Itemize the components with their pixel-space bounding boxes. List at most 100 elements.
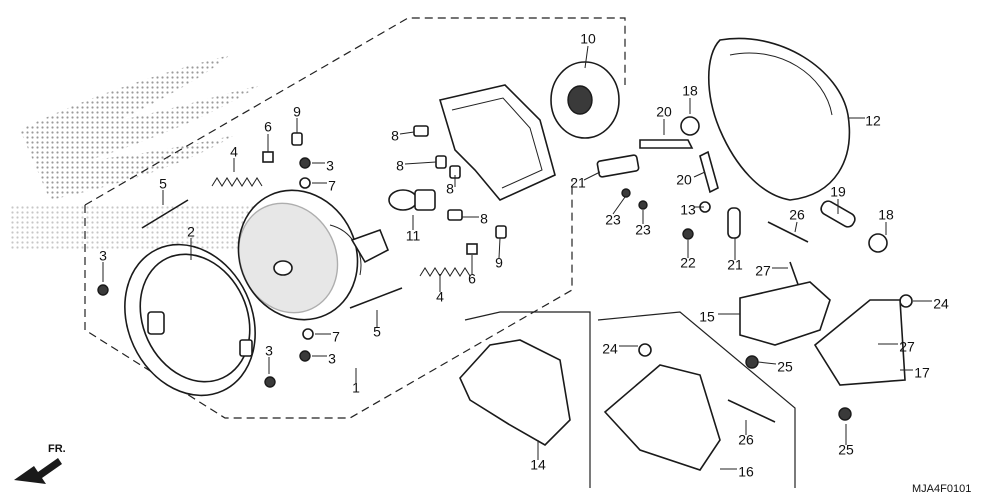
adjust-screw-5-lower (349, 287, 403, 309)
part-number-label: 27 (755, 263, 771, 279)
callout-c7b: 7 (315, 329, 340, 345)
screw-23-a (621, 188, 631, 198)
callout-c24b: 24 (602, 341, 638, 357)
part-number-label: 8 (391, 128, 399, 144)
part-number-label: 16 (738, 464, 754, 480)
callout-c8d: 8 (462, 211, 488, 227)
part-number-label: 22 (680, 255, 696, 271)
part-number-label: 6 (264, 119, 272, 135)
bracket-part-15 (739, 281, 831, 346)
part-number-label: 9 (495, 255, 503, 271)
callout-c8c: 8 (446, 175, 456, 197)
callout-c4b: 4 (436, 274, 444, 305)
grommet-18-lower (868, 233, 888, 253)
cap-9-lower (495, 225, 507, 239)
callout-c22: 22 (680, 240, 696, 271)
bolt-26-lower (727, 399, 776, 423)
callout-c10: 10 (580, 31, 596, 69)
callout-c6a: 6 (264, 119, 272, 152)
callout-c6b: 6 (468, 255, 476, 287)
callout-c21a: 21 (570, 171, 601, 191)
part-number-label: 7 (328, 178, 336, 194)
grommet-18-upper (680, 116, 700, 136)
wing-logo-watermark (10, 55, 260, 250)
part-number-label: 21 (727, 257, 743, 273)
nut-25-upper (745, 355, 759, 369)
callout-c27b: 27 (878, 339, 915, 355)
callout-c20a: 20 (656, 104, 672, 135)
spring-4-upper (211, 177, 263, 187)
callout-c11: 11 (406, 215, 420, 244)
callout-c7a: 7 (312, 178, 336, 194)
part-number-label: 5 (159, 176, 167, 192)
clip-8-b (435, 155, 447, 169)
callout-c3d: 3 (312, 351, 336, 367)
part-number-label: 7 (332, 329, 340, 345)
stay-20-lower (699, 150, 719, 194)
part-number-label: 18 (878, 207, 894, 223)
callout-c27a: 27 (755, 263, 788, 279)
callout-c25a: 25 (757, 359, 793, 375)
callout-c13: 13 (680, 202, 704, 218)
clip-8-d (447, 209, 463, 221)
part-number-label: 4 (230, 144, 238, 160)
part-number-label: 3 (326, 158, 334, 174)
part-number-label: 8 (480, 211, 488, 227)
part-number-label: 20 (676, 172, 692, 188)
callout-c18a: 18 (682, 83, 698, 114)
bracket-part-17 (813, 299, 906, 386)
part-number-label: 3 (99, 248, 107, 264)
headlight-case-part-12 (707, 37, 851, 201)
bracket-part-14 (459, 339, 571, 446)
cap-9-upper (291, 132, 303, 146)
part-number-label: 9 (293, 104, 301, 120)
front-direction-arrow: FR. (14, 443, 66, 484)
bolt-22 (682, 228, 694, 240)
leader-line (399, 131, 415, 135)
part-number-label: 13 (680, 202, 696, 218)
callout-c26a: 26 (789, 207, 805, 233)
bolt-26-upper (767, 221, 809, 243)
callout-c9b: 9 (495, 237, 503, 271)
part-number-label: 23 (605, 212, 621, 228)
cover-part-10 (550, 61, 620, 139)
part-number-label: 2 (187, 224, 195, 240)
part-number-label: 4 (436, 289, 444, 305)
headlight-unit (237, 189, 390, 321)
part-number-label: 24 (933, 296, 949, 312)
tube-21-lower (727, 207, 741, 239)
headlight-bulb-part-11 (388, 189, 436, 211)
callout-c3a: 3 (312, 158, 334, 174)
screw-3-upper (299, 157, 311, 169)
screw-3-lower (264, 376, 276, 388)
clip-8-a (413, 125, 429, 137)
callout-c23a: 23 (605, 196, 626, 228)
leader-line (794, 221, 798, 233)
headlight-case (438, 84, 556, 201)
part-number-label: 1 (352, 380, 360, 396)
callout-c2: 2 (187, 224, 195, 260)
part-number-label: 26 (738, 432, 754, 448)
part-number-label: 21 (570, 175, 586, 191)
callout-c8b: 8 (396, 158, 437, 174)
callout-c18b: 18 (878, 207, 894, 235)
callout-c12: 12 (848, 113, 881, 129)
part-number-label: 3 (265, 343, 273, 359)
callout-c8a: 8 (391, 128, 415, 144)
bracket-part-16 (603, 364, 721, 471)
part-number-label: 23 (635, 222, 651, 238)
leader-line (498, 237, 501, 259)
callout-c9a: 9 (293, 104, 301, 133)
callout-c21b: 21 (727, 238, 743, 273)
part-number-label: 12 (865, 113, 881, 129)
leader-line (584, 45, 589, 69)
leader-line (757, 361, 777, 365)
leader-line (612, 196, 626, 215)
nut-7-upper (299, 177, 311, 189)
part-number-label: 14 (530, 457, 546, 473)
callout-c5a: 5 (159, 176, 167, 205)
part-number-label: 18 (682, 83, 698, 99)
nut-24-lower (638, 343, 652, 357)
spring-4-lower (419, 267, 471, 277)
